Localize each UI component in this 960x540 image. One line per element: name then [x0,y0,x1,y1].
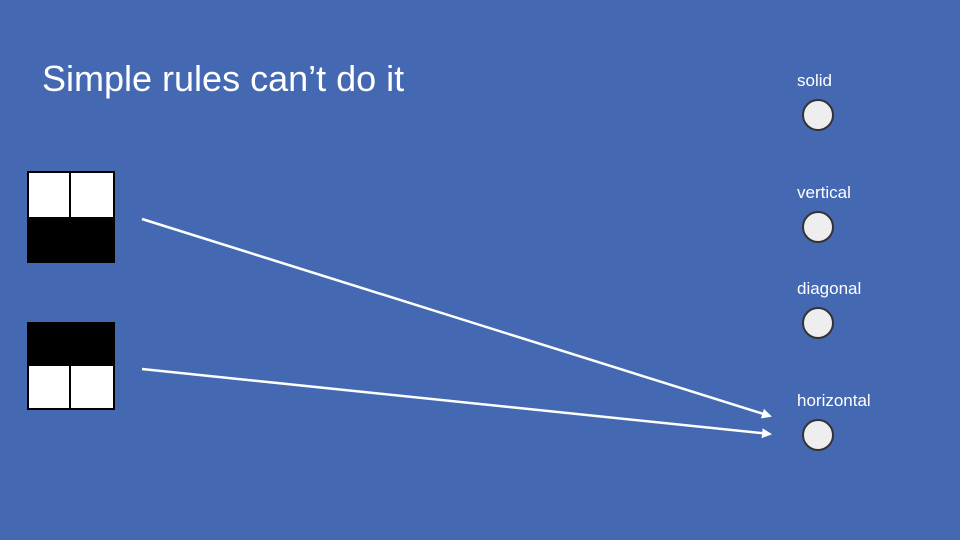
pattern-1-cell-top-left [29,173,71,217]
pattern-2-cell-top-right [71,324,113,366]
slide-title: Simple rules can’t do it [42,58,405,99]
pattern-top-black-bottom-white [27,322,115,410]
pattern-2-cell-top-left [29,324,71,366]
pattern-1-cell-bottom-right [71,217,113,261]
pattern-top-white-bottom-black [27,171,115,263]
label-vertical: vertical [797,183,851,202]
node-diagonal [802,307,834,339]
label-solid: solid [797,71,832,90]
pattern-1-cell-bottom-left [29,217,71,261]
pattern-1-cell-top-right [71,173,113,217]
arrow-pattern-2-to-horizontal [141,367,772,439]
label-horizontal: horizontal [797,391,871,410]
node-horizontal [802,419,834,451]
label-diagonal: diagonal [797,279,862,298]
pattern-2-cell-bottom-right [71,366,113,408]
pattern-2-cell-bottom-left [29,366,71,408]
node-solid [802,99,834,131]
node-vertical [802,211,834,243]
arrow-pattern-1-to-horizontal [141,217,772,419]
